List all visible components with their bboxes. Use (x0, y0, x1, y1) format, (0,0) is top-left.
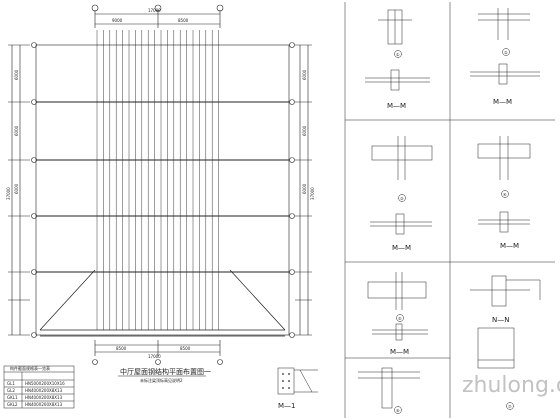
detail-1: ① M—M (365, 9, 430, 110)
sloped-edge (39, 269, 286, 337)
detail-5-label: ⑤ (398, 316, 402, 321)
left-dim-3: 6000 (14, 183, 19, 194)
table-spec: HN400X200X8X13 (25, 388, 63, 393)
right-dim-total: 37000 (310, 187, 315, 200)
plan-outline (35, 44, 290, 336)
top-dim-1: 9000 (112, 18, 123, 23)
left-dim-2: 6000 (14, 125, 19, 136)
left-dim-1: 6000 (14, 69, 19, 80)
detail-m1: M—1 (277, 367, 318, 410)
table-spec: HN400X200X8X13 (25, 402, 63, 407)
plan-note: 未标注梁顶标高见说明2 (140, 377, 183, 383)
section-label-mm: M—M (493, 98, 512, 106)
top-dim-2: 8500 (178, 18, 189, 23)
secondary-beams (96, 30, 219, 330)
detail-4-label: ④ (503, 192, 507, 197)
main-girders (36, 101, 289, 273)
table-code: GKL2 (7, 402, 18, 407)
detail-1-label: ① (396, 52, 400, 57)
bottom-dim-1: 8500 (116, 346, 127, 351)
section-label-mm: M—M (500, 242, 519, 250)
section-label-mm: M—M (390, 348, 409, 356)
top-dimension-chain: 9000 8500 17000 (91, 4, 224, 28)
section-label-m1: M—1 (278, 402, 296, 410)
bottom-dim-total: 17000 (148, 354, 161, 359)
detail-6-label: ⑥ (396, 408, 400, 413)
steel-roof-plan: 9000 8500 17000 6000 6000 6000 37000 (6, 4, 315, 383)
detail-7-label: ⑦ (508, 404, 512, 409)
table-code: GL2 (7, 388, 15, 393)
right-dimension-chain: 6000 6000 6000 37000 (295, 44, 315, 336)
detail-4: ④ M—M (477, 136, 531, 250)
member-schedule-table: 构件截面规格表一览表 GL1 HN500X200X10X16 GL2 HN400… (3, 365, 75, 409)
section-label-mm: M—M (387, 102, 406, 110)
top-dim-total: 17000 (148, 8, 161, 13)
detail-6: ⑥ (358, 367, 420, 414)
detail-2-label: ② (504, 50, 508, 55)
detail-5: ⑤ M—M (367, 272, 428, 356)
section-label-nn: N—N (492, 316, 509, 324)
left-dimension-chain: 6000 6000 6000 37000 (6, 44, 30, 336)
section-label-mm: M—M (392, 244, 411, 252)
detail-3: ③ M—M (370, 136, 433, 252)
bottom-dim-2: 8500 (180, 346, 191, 351)
table-spec: HN400X200X8X13 (25, 395, 63, 400)
table-title: 构件截面规格表一览表 (10, 365, 50, 371)
table-code: GKL1 (7, 395, 18, 400)
watermark-text: zhulong.com (462, 373, 560, 398)
detail-2: ② M—M (470, 8, 540, 106)
right-dim-2: 6000 (302, 125, 307, 136)
bottom-dimension-chain: 8500 8500 17000 (92, 340, 223, 365)
table-spec: HN500X200X10X16 (25, 381, 65, 386)
table-code: GL1 (7, 381, 15, 386)
right-dim-3: 6000 (302, 183, 307, 194)
right-dim-1: 6000 (302, 69, 307, 80)
plan-title: 中厅屋面钢结构平面布置图一 (120, 367, 211, 376)
detail-3-label: ③ (400, 196, 404, 201)
left-dim-total: 37000 (6, 187, 11, 200)
detail-grid (344, 2, 555, 418)
axis-bubbles (31, 42, 295, 338)
detail-7: N—N ⑦ (470, 275, 541, 410)
